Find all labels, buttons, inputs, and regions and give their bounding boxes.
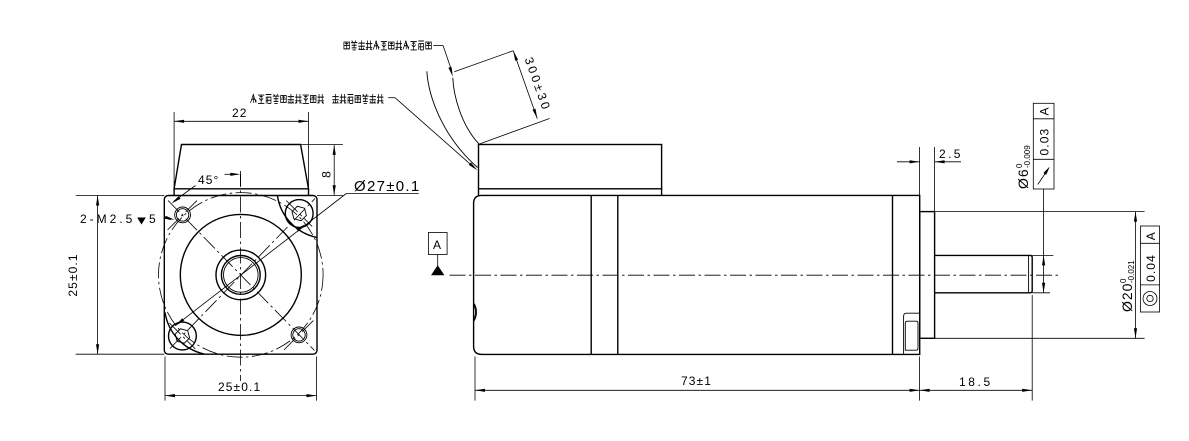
svg-text:73±1: 73±1 bbox=[681, 374, 712, 388]
svg-text:Ø27±0.1: Ø27±0.1 bbox=[354, 178, 421, 195]
svg-text:0.03: 0.03 bbox=[1038, 128, 1052, 156]
svg-text:0: 0 bbox=[1015, 163, 1024, 168]
svg-text:22: 22 bbox=[232, 106, 248, 120]
svg-text:25±0.1: 25±0.1 bbox=[66, 253, 80, 296]
svg-text:2.5: 2.5 bbox=[939, 147, 963, 161]
svg-text:A: A bbox=[1144, 231, 1158, 240]
svg-text:2-M2.5: 2-M2.5 bbox=[80, 212, 135, 226]
svg-text:A: A bbox=[433, 238, 442, 252]
svg-text:8: 8 bbox=[320, 170, 334, 178]
svg-text:Ø20: Ø20 bbox=[1119, 283, 1135, 312]
svg-text:0: 0 bbox=[1119, 278, 1128, 283]
svg-text:Ø6: Ø6 bbox=[1015, 168, 1031, 189]
svg-text:25±0.1: 25±0.1 bbox=[218, 380, 261, 394]
svg-text:0.04: 0.04 bbox=[1144, 254, 1158, 282]
svg-text:A: A bbox=[1038, 106, 1052, 115]
svg-text:45°: 45° bbox=[198, 173, 219, 187]
svg-text:5: 5 bbox=[149, 212, 157, 226]
svg-text:-0.021: -0.021 bbox=[1127, 260, 1136, 283]
svg-text:-0.009: -0.009 bbox=[1023, 145, 1032, 168]
svg-text:18.5: 18.5 bbox=[959, 375, 993, 389]
